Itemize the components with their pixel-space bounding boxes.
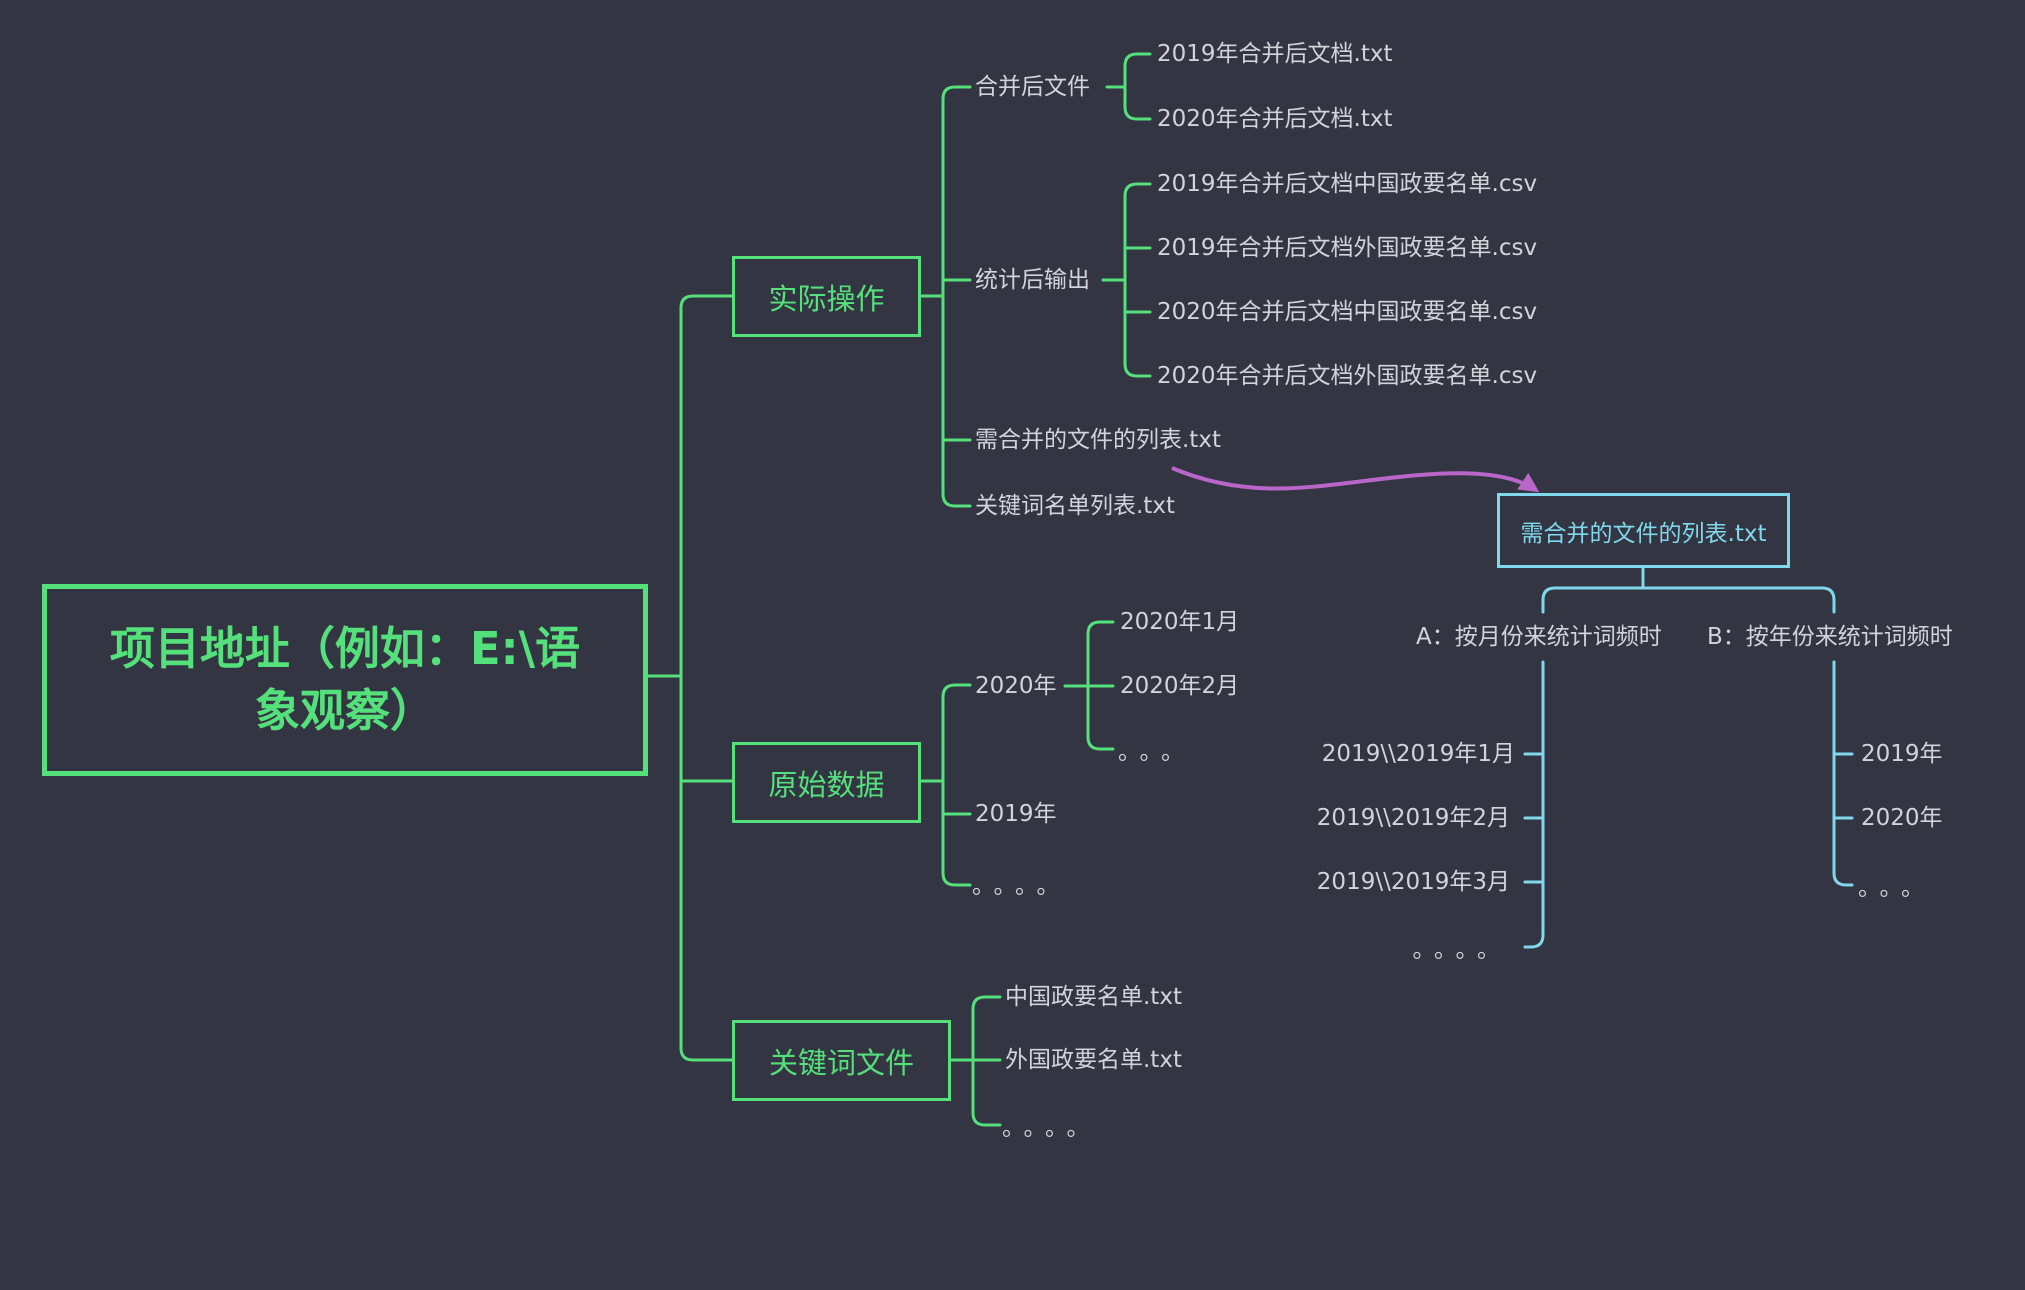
node-raw-data[interactable]: 原始数据 — [732, 742, 921, 823]
reference-arrow — [1171, 466, 1540, 493]
leaf-merged-2019[interactable]: 2019年合并后文档.txt — [1157, 41, 1393, 67]
option-a-item[interactable]: 2019\\2019年3月 — [1316, 869, 1510, 895]
leaf-cn-officials[interactable]: 中国政要名单.txt — [1005, 984, 1182, 1010]
node-keyword-list[interactable]: 关键词名单列表.txt — [975, 493, 1175, 519]
node-practice[interactable]: 实际操作 — [732, 256, 921, 337]
option-b-more[interactable]: 。。。 — [1858, 875, 1934, 901]
option-a-label[interactable]: A：按月份来统计词频时 — [1416, 624, 1662, 650]
node-merged-files[interactable]: 合并后文件 — [975, 74, 1090, 100]
leaf-foreign-officials[interactable]: 外国政要名单.txt — [1005, 1047, 1182, 1073]
leaf-csv-2019-cn[interactable]: 2019年合并后文档中国政要名单.csv — [1157, 171, 1538, 197]
option-a-item[interactable]: 2019\\2019年1月 — [1321, 741, 1515, 767]
option-b-item[interactable]: 2020年 — [1861, 805, 1943, 831]
node-year-2020[interactable]: 2020年 — [975, 673, 1057, 699]
node-keyword-files[interactable]: 关键词文件 — [732, 1020, 951, 1101]
leaf-2020-more[interactable]: 。。。 — [1118, 739, 1194, 765]
leaf-2020-jan[interactable]: 2020年1月 — [1120, 609, 1240, 635]
option-a-more[interactable]: 。。。。 — [1412, 937, 1510, 963]
option-b-item[interactable]: 2019年 — [1861, 741, 1943, 767]
leaf-csv-2020-cn[interactable]: 2020年合并后文档中国政要名单.csv — [1157, 299, 1538, 325]
leaf-2020-feb[interactable]: 2020年2月 — [1120, 673, 1240, 699]
node-raw-more[interactable]: 。。。。 — [972, 873, 1070, 899]
detail-merge-list-box[interactable]: 需合并的文件的列表.txt — [1497, 493, 1790, 568]
node-stats-output[interactable]: 统计后输出 — [975, 267, 1090, 293]
leaf-csv-2020-foreign[interactable]: 2020年合并后文档外国政要名单.csv — [1157, 363, 1538, 389]
leaf-merged-2020[interactable]: 2020年合并后文档.txt — [1157, 106, 1393, 132]
node-year-2019[interactable]: 2019年 — [975, 801, 1057, 827]
option-b-label[interactable]: B：按年份来统计词频时 — [1707, 624, 1953, 650]
leaf-keywords-more[interactable]: 。。。。 — [1002, 1115, 1100, 1141]
node-merge-list[interactable]: 需合并的文件的列表.txt — [975, 427, 1221, 453]
leaf-csv-2019-foreign[interactable]: 2019年合并后文档外国政要名单.csv — [1157, 235, 1538, 261]
option-a-item[interactable]: 2019\\2019年2月 — [1316, 805, 1510, 831]
root-node[interactable]: 项目地址（例如：E:\语象观察） — [42, 584, 648, 776]
